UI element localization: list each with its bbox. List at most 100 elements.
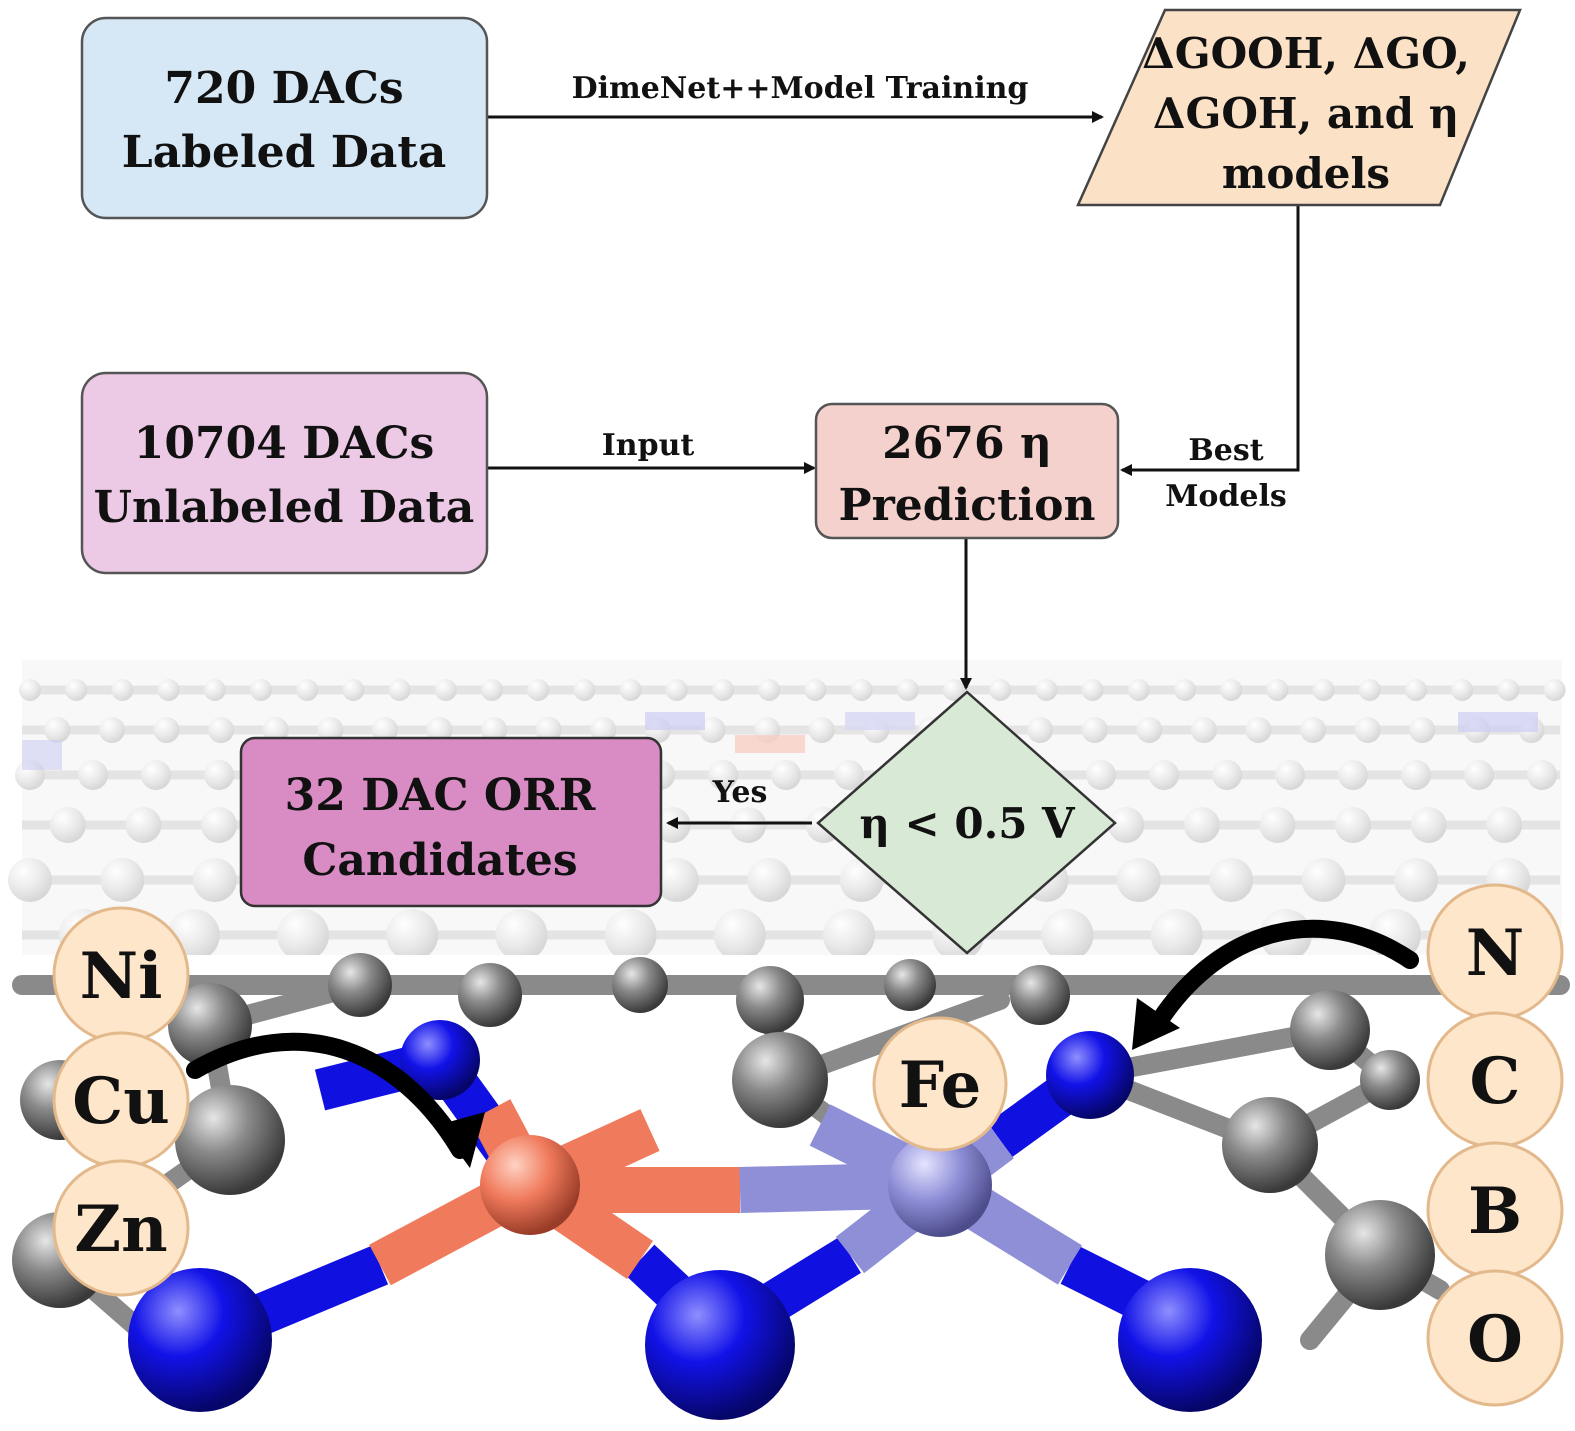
background-atom [1174,679,1196,701]
background-atom [1245,717,1272,743]
background-atom [203,679,226,701]
candidates-line1: 32 DAC ORR [285,770,596,821]
models-line3: models [1222,149,1390,198]
background-atom [644,717,671,743]
element-o-label: O [1467,1302,1523,1377]
background-atom [1212,760,1242,790]
background-atom [49,807,86,843]
background-atom [426,717,453,743]
background-atom [850,679,873,701]
element-c: C [1426,1011,1564,1149]
background-atom [1259,807,1296,843]
prediction-line1: 2676 η [882,418,1052,469]
element-b: B [1426,1141,1564,1279]
background-atom [1027,717,1054,743]
background-atom [1358,679,1381,701]
node-unlabeled-data: 10704 DACs Unlabeled Data [80,371,489,575]
background-atom [1451,679,1474,701]
flow-edges [488,111,1300,829]
background-atom [1300,717,1327,743]
background-atom [111,679,134,701]
background-atom [371,717,398,743]
background-atom [1394,858,1438,902]
molecule-structure [12,919,1570,1425]
background-atom [1149,760,1179,790]
background-atom [713,909,766,961]
background-atom [15,760,45,790]
edge-label-best: Best [1188,433,1263,468]
models-line2: ΔGOH, and η [1153,89,1459,138]
background-atom [712,679,734,701]
background-atom [98,717,125,743]
background-atom [277,909,329,961]
background-atom [823,909,875,961]
background-atom [201,807,237,843]
element-b-label: B [1468,1174,1522,1249]
background-atom [1150,909,1203,961]
models-line1: ΔGOOH, ΔGO, [1142,29,1470,78]
edge-label-input: Input [602,428,695,463]
background-atom [125,807,162,843]
edge-label-models: Models [1165,479,1287,514]
element-fe-label: Fe [899,1048,982,1123]
background-atom [386,909,439,961]
background-atom [342,679,365,701]
background-atom [78,760,108,790]
labeled-line1: 720 DACs [164,63,403,114]
background-atom [1409,717,1436,743]
dopant-list-right: N C B O [1426,883,1564,1407]
background-atom [619,679,642,701]
background-atom [1220,679,1243,701]
background-atom [1335,807,1371,843]
node-prediction: 2676 η Prediction [814,402,1120,540]
background-atom [8,858,52,902]
edge-best-models [1120,205,1300,476]
background-atom [44,717,71,743]
background-atom [1464,760,1494,790]
background-atom [495,909,548,961]
element-o: O [1426,1269,1564,1407]
labeled-line2: Labeled Data [122,127,447,178]
background-atom [771,760,801,790]
candidates-line2: Candidates [302,835,577,886]
background-atom [1041,909,1094,961]
background-atom [708,760,738,790]
background-atom [604,909,657,961]
background-atom [1410,807,1447,843]
background-atom [804,679,827,701]
element-cu: Cu [52,1031,190,1169]
background-atom [808,717,835,743]
background-atom [388,679,411,701]
background-atom [1127,679,1150,701]
background-atom [1275,760,1305,790]
background-atom [208,717,235,743]
background-atom [1301,858,1346,902]
background-atom [1518,717,1545,743]
background-atom [1081,679,1104,701]
background-atom [834,760,864,790]
background-atom [758,679,781,701]
background-atom [730,807,767,843]
background-atom [1497,679,1520,701]
background-atom [1035,679,1058,701]
background-atom [1463,717,1490,743]
background-atom [481,679,503,701]
unlabeled-line1: 10704 DACs [134,418,434,469]
background-atom [1405,679,1427,701]
background-atom [573,679,596,701]
background-atom [65,679,88,701]
background-atom [754,717,781,743]
element-ni-label: Ni [80,939,163,1014]
background-atom [204,760,234,790]
background-atom [1401,760,1431,790]
background-atom [1312,679,1335,701]
metal-list-left: Ni Cu Zn [52,906,190,1297]
background-atom [665,679,688,701]
background-atom [192,858,237,902]
background-atom [141,760,171,790]
node-candidates: 32 DAC ORR Candidates [239,736,663,908]
background-atom [1209,858,1254,902]
background-atom [481,717,508,743]
background-atom [1486,807,1523,843]
